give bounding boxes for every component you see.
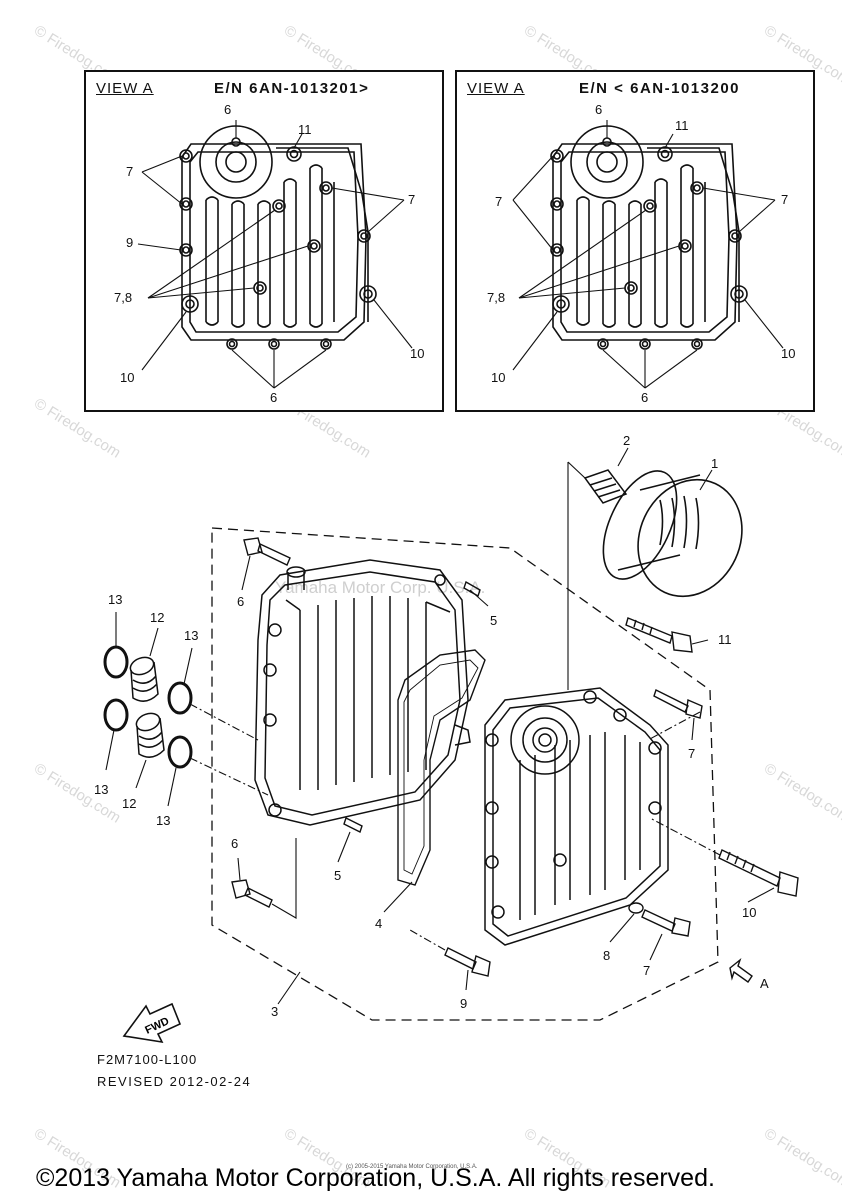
- callout-7: 7: [643, 963, 650, 978]
- o-ring-13: [103, 698, 129, 732]
- view-a-label: VIEW A: [96, 80, 154, 97]
- o-ring-13: [167, 735, 193, 769]
- pin-5: [463, 580, 481, 598]
- callout-7-8: 7,8: [487, 290, 506, 305]
- callout-13: 13: [108, 592, 122, 607]
- callout-10: 10: [742, 905, 756, 920]
- view-a-cover-drawing: [137, 120, 413, 389]
- copyright-notice: ©2013 Yamaha Motor Corporation, U.S.A. A…: [36, 1164, 715, 1192]
- engine-serial-label: E/N 6AN-1013201>: [214, 80, 370, 97]
- callout-6: 6: [224, 102, 232, 117]
- bolt-10: [718, 849, 799, 897]
- callout-13: 13: [156, 813, 170, 828]
- arrow-a-label: A: [760, 976, 769, 991]
- pipe-12: [135, 712, 165, 758]
- callout-7: 7: [688, 746, 695, 761]
- view-a-inset-right: VIEW A E/N < 6AN-1013200: [455, 70, 815, 412]
- callout-7: 7: [126, 164, 134, 179]
- oil-filter: [602, 470, 743, 598]
- bolt-7: [653, 689, 703, 719]
- callout-6: 6: [270, 390, 278, 405]
- bolt-6: [231, 879, 273, 908]
- cooler-cover: [484, 687, 669, 946]
- union-bolt: [583, 469, 628, 504]
- callout-6: 6: [595, 102, 603, 117]
- callout-13: 13: [94, 782, 108, 797]
- view-a-cover-drawing: [512, 120, 784, 389]
- callout-12: 12: [122, 796, 136, 811]
- bolt-7: [641, 909, 691, 937]
- bolt-11: [625, 617, 693, 653]
- callout-7-8: 7,8: [114, 290, 133, 305]
- fwd-arrow-icon: [122, 1002, 182, 1044]
- callout-8: 8: [603, 948, 610, 963]
- callout-1: 1: [711, 456, 718, 471]
- callout-5: 5: [334, 868, 341, 883]
- drawing-code: F2M7100-L100: [97, 1052, 198, 1067]
- tiny-copyright: (c) 2005-2015 Yamaha Motor Corporation, …: [346, 1164, 478, 1170]
- view-a-inset-left: VIEW A E/N 6AN-1013201>: [84, 70, 444, 412]
- callout-10: 10: [781, 346, 796, 361]
- revision-date: REVISED 2012-02-24: [97, 1074, 252, 1089]
- callout-11: 11: [718, 632, 732, 647]
- callout-5: 5: [490, 613, 497, 628]
- bolt-9: [444, 947, 491, 977]
- callout-11: 11: [675, 118, 689, 133]
- o-ring-13: [103, 645, 129, 679]
- callout-6: 6: [231, 836, 238, 851]
- callout-7: 7: [408, 192, 416, 207]
- callout-13: 13: [184, 628, 198, 643]
- gasket: [397, 649, 486, 886]
- callout-10: 10: [491, 370, 506, 385]
- engine-serial-label: E/N < 6AN-1013200: [579, 80, 740, 97]
- callout-7: 7: [495, 194, 503, 209]
- assembly-boundary: [211, 527, 719, 1021]
- callout-4: 4: [375, 916, 382, 931]
- callout-7: 7: [781, 192, 789, 207]
- view-a-arrow-icon: [729, 957, 753, 983]
- callout-3: 3: [271, 1004, 278, 1019]
- callout-10: 10: [410, 346, 425, 361]
- callout-10: 10: [120, 370, 135, 385]
- callout-2: 2: [623, 433, 630, 448]
- callout-11: 11: [298, 122, 312, 137]
- o-ring-13: [167, 681, 193, 715]
- pin-5: [343, 817, 363, 833]
- washer-8: [628, 902, 644, 914]
- callout-6: 6: [641, 390, 649, 405]
- callout-9: 9: [460, 996, 467, 1011]
- pipe-12: [129, 656, 159, 702]
- bolt-6: [243, 537, 291, 566]
- callout-9: 9: [126, 235, 134, 250]
- cooler-body: [254, 559, 471, 826]
- callout-12: 12: [150, 610, 164, 625]
- view-a-label: VIEW A: [467, 80, 525, 97]
- watermark-center: Yamaha Motor Corp. U.S.A.: [275, 578, 486, 597]
- callout-6: 6: [237, 594, 244, 609]
